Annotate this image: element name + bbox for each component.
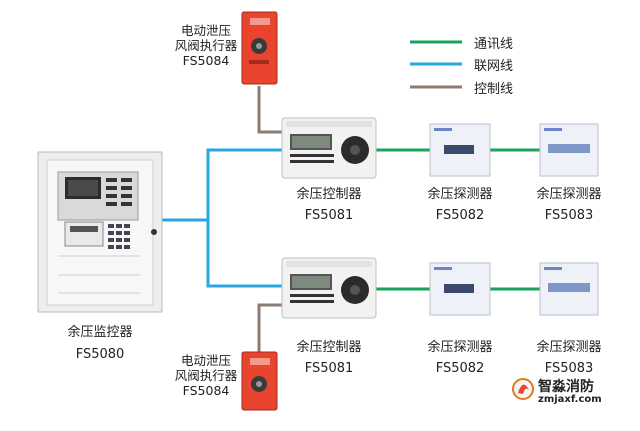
actuator-top-label: 电动泄压 风阀执行器 FS5084	[166, 23, 246, 68]
detector-a-bottom-model: FS5082	[435, 361, 485, 376]
detector-b-top-device	[539, 123, 599, 177]
watermark-cn: 智淼消防	[538, 379, 594, 395]
actuator-bottom-label: 电动泄压 风阀执行器 FS5084	[166, 353, 246, 398]
watermark-logo	[512, 378, 534, 400]
actuator-top-model: FS5084	[182, 53, 230, 68]
detector-a-top-label: 余压探测器 FS5082	[418, 187, 502, 224]
actuator-top-line2: 风阀执行器	[174, 38, 238, 53]
monitor-model: FS5080	[75, 347, 125, 362]
detector-b-bottom-device	[539, 262, 599, 316]
detector-a-top-model: FS5082	[435, 208, 485, 223]
monitor-label: 余压监控器 FS5080	[50, 325, 150, 363]
actuator-top-line1: 电动泄压	[180, 23, 231, 38]
detector-b-top-label: 余压探测器 FS5083	[527, 187, 611, 224]
actuator-bottom-device	[241, 351, 278, 411]
controller-top-name: 余压控制器	[296, 187, 362, 202]
monitor-cabinet	[37, 151, 163, 313]
actuator-bottom-line2: 风阀执行器	[174, 368, 238, 383]
detector-a-bottom-name: 余压探测器	[427, 340, 493, 355]
network-line-branch	[206, 220, 282, 288]
control-line-top	[257, 86, 284, 134]
actuator-bottom-line1: 电动泄压	[180, 353, 231, 368]
legend-network-label: 联网线	[474, 59, 514, 74]
control-line-bottom	[257, 303, 284, 352]
detector-b-bottom-model: FS5083	[544, 361, 594, 376]
detector-b-bottom-label: 余压探测器 FS5083	[527, 340, 611, 377]
actuator-bottom-model: FS5084	[182, 383, 230, 398]
network-line-trunk	[162, 148, 282, 222]
controller-bottom-device	[281, 257, 377, 319]
legend-comm-label: 通讯线	[474, 37, 514, 52]
actuator-top-device	[241, 11, 278, 85]
controller-top-model: FS5081	[304, 208, 354, 223]
controller-bottom-name: 余压控制器	[296, 340, 362, 355]
legend-control-label: 控制线	[474, 82, 514, 97]
detector-a-top-device	[429, 123, 491, 177]
detector-b-top-name: 余压探测器	[536, 187, 602, 202]
watermark-url: zmjaxf.com	[538, 394, 602, 405]
detector-a-top-name: 余压探测器	[427, 187, 493, 202]
detector-b-top-model: FS5083	[544, 208, 594, 223]
detector-a-bottom-label: 余压探测器 FS5082	[418, 340, 502, 377]
detector-a-bottom-device	[429, 262, 491, 316]
monitor-name: 余压监控器	[67, 325, 133, 340]
controller-bottom-label: 余压控制器 FS5081	[286, 340, 372, 377]
controller-top-device	[281, 117, 377, 179]
detector-b-bottom-name: 余压探测器	[536, 340, 602, 355]
controller-bottom-model: FS5081	[304, 361, 354, 376]
controller-top-label: 余压控制器 FS5081	[286, 187, 372, 224]
